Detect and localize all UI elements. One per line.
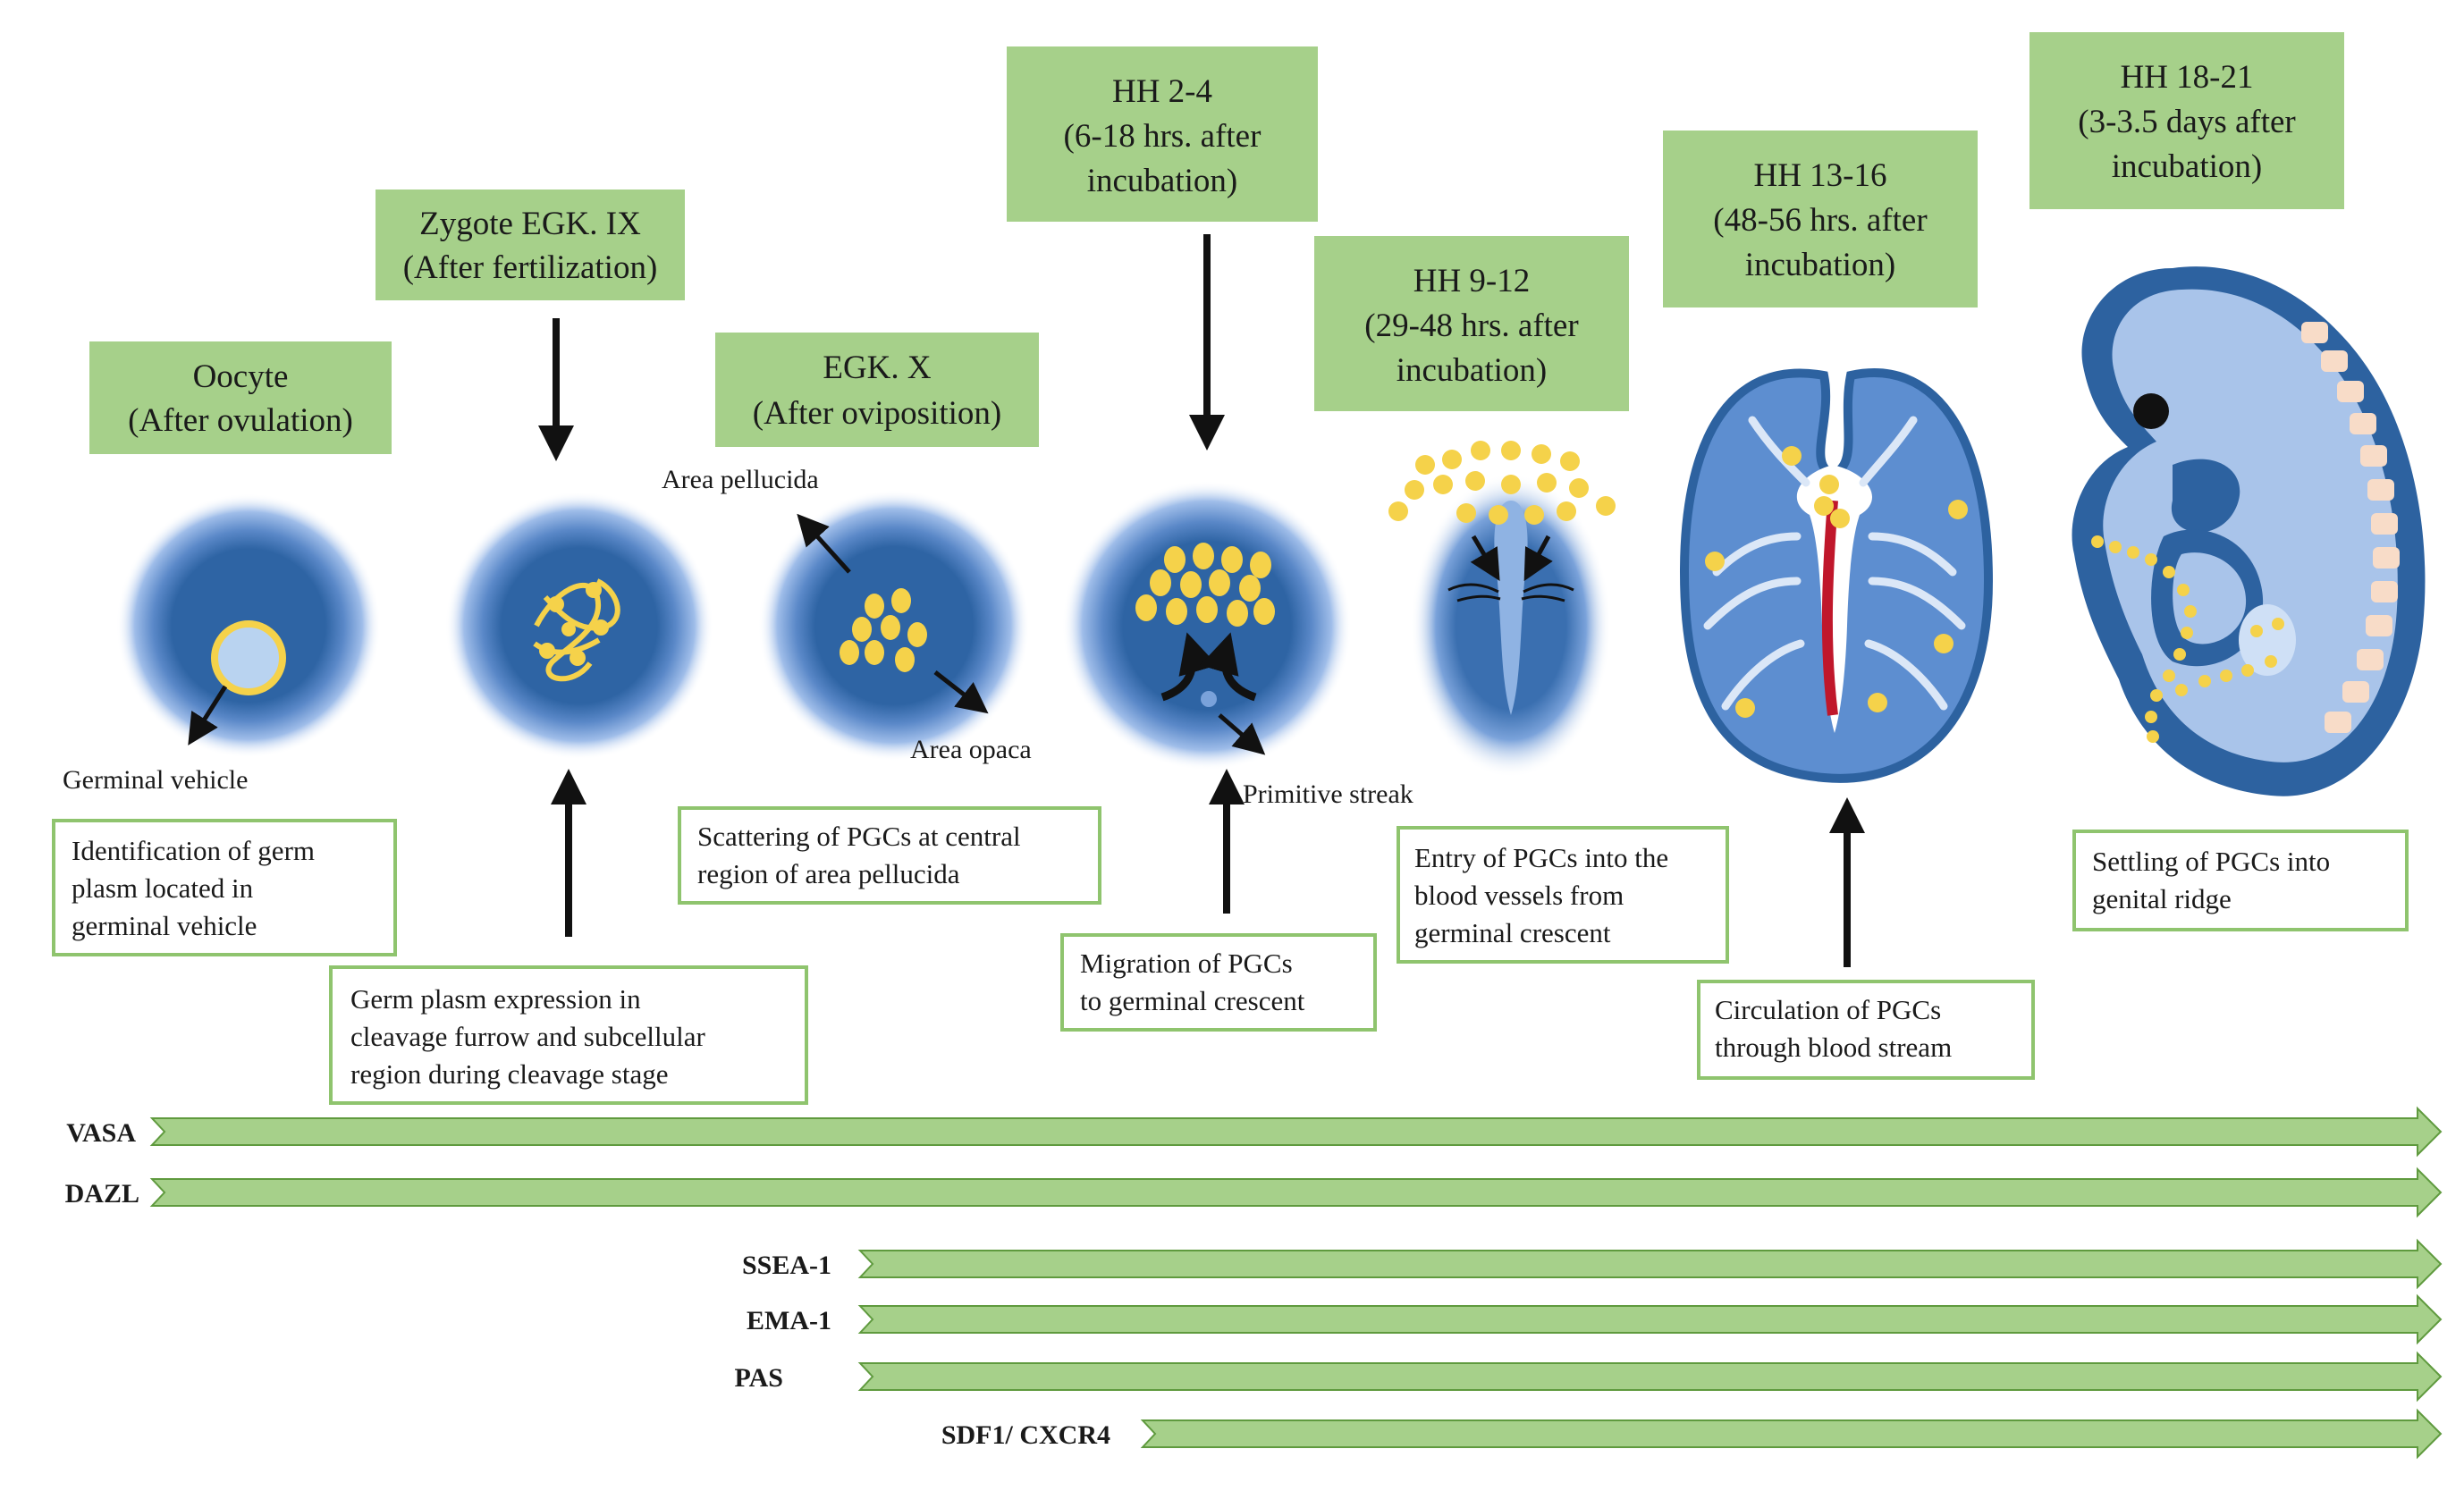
desc-line: through blood stream [1715, 1032, 1952, 1063]
desc-box-pgc-settling: Settling of PGCs into genital ridge [2072, 830, 2409, 931]
marker-label: EMA-1 [747, 1306, 831, 1335]
stage-line: Oocyte [193, 358, 289, 395]
stage-box-hh-18-21: HH 18-21 (3-3.5 days after incubation) [2029, 32, 2344, 209]
desc-line: blood vessels from [1414, 880, 1624, 911]
desc-line: region of area pellucida [697, 858, 960, 889]
stage-line: (3-3.5 days after [2078, 104, 2295, 140]
hh18-21-illustration [2072, 266, 2426, 796]
stage-box-hh-13-16: HH 13-16 (48-56 hrs. after incubation) [1663, 131, 1978, 307]
stage-line: incubation) [1397, 352, 1548, 389]
area-opaca-pointer [933, 670, 989, 714]
marker-vasa: VASA [66, 1106, 2443, 1158]
desc-line: germinal vehicle [72, 910, 257, 941]
eye [2133, 393, 2169, 429]
primitive-streak-pointer [1218, 713, 1266, 755]
desc-line: Migration of PGCs [1080, 948, 1293, 979]
marker-label: SDF1/ CXCR4 [941, 1420, 1110, 1450]
stage-line: HH 13-16 [1753, 157, 1886, 194]
marker-label: DAZL [65, 1179, 139, 1209]
hh9-12-illustration [1388, 441, 1616, 778]
marker-arrow [857, 1238, 2443, 1290]
stage-line: incubation) [1087, 163, 1238, 199]
zygote-illustration [445, 492, 713, 760]
germinal-vehicle-pointer [188, 685, 228, 746]
desc-line: Identification of germ [72, 835, 315, 866]
desc-line: Scattering of PGCs at central [697, 821, 1021, 852]
desc-line: plasm located in [72, 872, 254, 904]
stage-line: EGK. X [823, 350, 932, 386]
area-pellucida-pointer [797, 513, 851, 574]
marker-ema-1: EMA-1 [747, 1293, 2443, 1345]
marker-ssea-1: SSEA-1 [742, 1238, 2443, 1290]
stage-line: incubation) [1745, 247, 1896, 283]
desc-line: Entry of PGCs into the [1414, 842, 1668, 873]
label-area-pellucida: Area pellucida [662, 465, 819, 494]
egk-x-illustration: Area pellucida Area opaca [662, 465, 1032, 764]
hh2-4-illustration: Primitive streak [1062, 481, 1413, 809]
stage-line: (6-18 hrs. after [1064, 118, 1262, 155]
stage-line: (29-48 hrs. after [1364, 307, 1578, 344]
somites [2301, 322, 2400, 733]
stage-line: HH 9-12 [1413, 263, 1531, 299]
desc-line: genital ridge [2092, 883, 2232, 914]
stage-box-egk-x: EGK. X (After oviposition) [715, 333, 1039, 447]
marker-arrow [1140, 1408, 2443, 1460]
desc-box-pgc-entry: Entry of PGCs into the blood vessels fro… [1397, 826, 1729, 964]
stage-box-hh-9-12: HH 9-12 (29-48 hrs. after incubation) [1314, 236, 1629, 411]
stage-line: Zygote EGK. IX [419, 206, 641, 242]
stage-box-hh-2-4: HH 2-4 (6-18 hrs. after incubation) [1007, 46, 1318, 222]
marker-arrow [149, 1167, 2443, 1218]
label-primitive-streak: Primitive streak [1243, 779, 1413, 809]
stage-box-oocyte: Oocyte (After ovulation) [89, 341, 392, 454]
stage-box-zygote: Zygote EGK. IX (After fertilization) [376, 190, 685, 300]
marker-arrow [857, 1351, 2443, 1403]
marker-pas: PAS [735, 1351, 2443, 1403]
desc-box-pgc-scattering: Scattering of PGCs at central region of … [678, 806, 1101, 905]
marker-label: SSEA-1 [742, 1251, 831, 1280]
desc-line: cleavage furrow and subcellular [350, 1021, 705, 1052]
desc-box-germ-plasm-expression: Germ plasm expression in cleavage furrow… [329, 965, 808, 1105]
desc-box-germ-plasm-identification: Identification of germ plasm located in … [52, 819, 397, 956]
stage-line: (After fertilization) [403, 249, 658, 286]
desc-line: Settling of PGCs into [2092, 846, 2330, 877]
label-area-opaca: Area opaca [910, 735, 1032, 764]
stage-line: (After ovulation) [128, 402, 353, 439]
marker-sdf1-cxcr4: SDF1/ CXCR4 [941, 1408, 2443, 1460]
desc-box-pgc-circulation: Circulation of PGCs through blood stream [1697, 980, 2035, 1080]
marker-dazl: DAZL [65, 1167, 2443, 1218]
desc-line: Circulation of PGCs [1715, 994, 1941, 1025]
stage-line: (48-56 hrs. after [1713, 202, 1927, 239]
oocyte-illustration: Germinal vehicle [63, 493, 381, 795]
desc-box-pgc-migration: Migration of PGCs to germinal crescent [1060, 933, 1377, 1032]
stage-line: HH 18-21 [2120, 59, 2253, 96]
stage-line: HH 2-4 [1112, 73, 1212, 110]
desc-line: region during cleavage stage [350, 1058, 669, 1090]
stage-line: (After oviposition) [753, 395, 1001, 432]
desc-line: to germinal crescent [1080, 985, 1305, 1016]
marker-label: PAS [735, 1363, 783, 1393]
marker-arrow [857, 1293, 2443, 1345]
desc-line: Germ plasm expression in [350, 983, 641, 1015]
hh13-16-illustration [1679, 367, 1994, 783]
stage-line: incubation) [2112, 148, 2263, 185]
label-germinal-vehicle: Germinal vehicle [63, 765, 248, 795]
marker-label: VASA [66, 1118, 136, 1148]
marker-arrow [149, 1106, 2443, 1158]
desc-line: germinal crescent [1414, 917, 1611, 948]
